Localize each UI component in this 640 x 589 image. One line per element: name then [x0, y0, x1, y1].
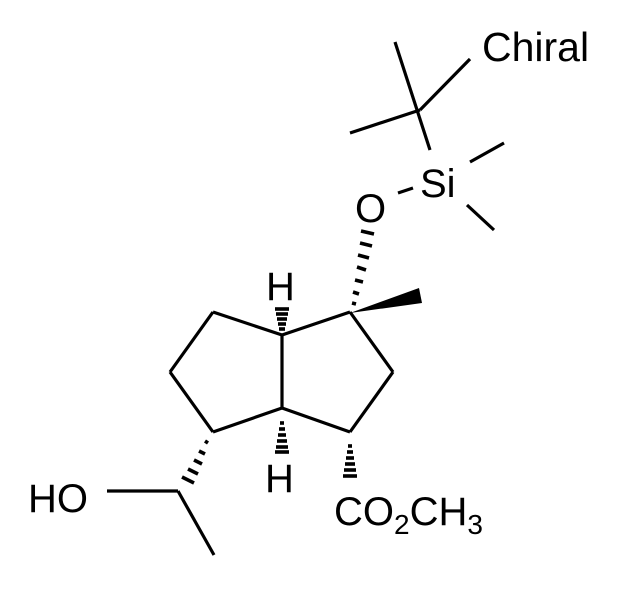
- chiral-label: Chiral: [482, 24, 589, 70]
- wedge-methyl-bond: [350, 288, 422, 313]
- ester-ch-text: CH: [410, 490, 468, 534]
- hashed-bond-hydroxyethyl: [181, 439, 209, 485]
- oxygen-atom-label: O: [355, 187, 386, 231]
- hydroxyl-label: HO: [28, 477, 88, 521]
- ester-group-label: CO2CH3: [334, 490, 483, 540]
- o-si-bond: [397, 186, 414, 195]
- hashed-bond-h-top: [275, 307, 289, 331]
- ester-subscript-3: 3: [467, 509, 483, 540]
- hydrogen-top-label: H: [266, 265, 295, 309]
- hashed-bond-ester: [343, 444, 357, 478]
- si-methyl-bonds: [465, 141, 505, 232]
- tert-butyl-group: [349, 41, 472, 151]
- hashed-bond-c-o: [351, 229, 375, 306]
- hashed-bond-h-bottom: [275, 421, 289, 454]
- ester-co-text: CO: [334, 490, 394, 534]
- hydroxyethyl-bonds: [107, 489, 216, 556]
- hydrogen-bottom-label: H: [265, 457, 294, 501]
- ester-subscript-2: 2: [394, 509, 410, 540]
- silicon-atom-label: Si: [420, 162, 456, 206]
- bicyclic-core: [168, 310, 395, 434]
